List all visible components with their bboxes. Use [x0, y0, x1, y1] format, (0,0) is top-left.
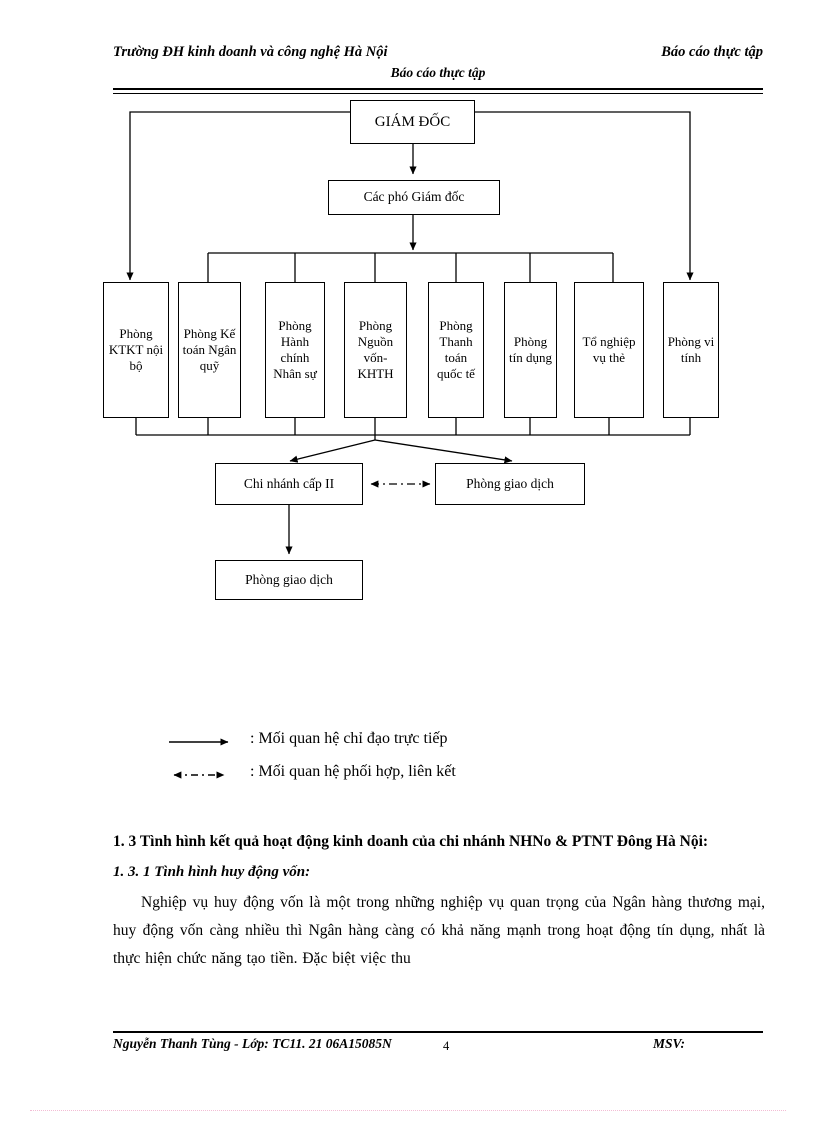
node-phong-giao-dich-right-label: Phòng giao dịch: [466, 475, 554, 491]
node-phong-giao-dich-bottom-label: Phòng giao dịch: [245, 571, 333, 587]
node-phong-ktkt-noi-bo-label: Phòng KTKT nội bộ: [108, 326, 164, 373]
node-phong-vi-tinh-label: Phòng vi tính: [667, 334, 715, 365]
legend-item-coordination: : Mối quan hệ phối hợp, liên kết: [168, 763, 628, 796]
footer-page-number: 4: [443, 1039, 450, 1053]
page-bottom-edge-line: [30, 1110, 786, 1111]
node-phong-vi-tinh: Phòng vi tính: [663, 282, 719, 418]
body-content: 1. 3 Tình hình kết quả hoạt động kinh do…: [113, 828, 765, 972]
node-to-nghiep-vu-the: Tổ nghiệp vụ thẻ: [574, 282, 644, 418]
section-heading-1-3-1: 1. 3. 1 Tình hình huy động vốn:: [113, 864, 311, 881]
footer-msv-text: MSV:: [653, 1036, 686, 1051]
solid-arrow-icon: [169, 738, 229, 746]
footer-author-text: Nguyễn Thanh Tùng - Lớp: TC11. 21 06A150…: [113, 1036, 392, 1051]
body-paragraph-1: Nghiệp vụ huy động vốn là một trong nhữn…: [113, 894, 765, 967]
node-chi-nhanh-cap-ii-label: Chi nhánh cấp II: [243, 475, 335, 491]
header-left-text: Trường ĐH kinh doanh và công nghệ Hà Nội: [113, 44, 388, 60]
node-giam-doc: GIÁM ĐỐC: [350, 100, 475, 144]
node-phong-ke-toan-ngan-quy-label: Phòng Kế toán Ngân quỹ: [182, 326, 237, 373]
section-heading-1-3: 1. 3 Tình hình kết quả hoạt động kinh do…: [113, 833, 709, 850]
node-giam-doc-label: GIÁM ĐỐC: [374, 113, 451, 130]
org-chart-diagram: GIÁM ĐỐC Các phó Giám đốc Phòng KTKT nội…: [0, 95, 816, 625]
header-right-text: Báo cáo thực tập: [661, 44, 763, 60]
footer-divider-rule: [113, 1031, 763, 1033]
node-to-nghiep-vu-the-label: Tổ nghiệp vụ thẻ: [582, 334, 636, 365]
dashed-double-arrow-icon: [173, 771, 225, 779]
node-phong-giao-dich-right: Phòng giao dịch: [435, 463, 585, 505]
node-phong-tin-dung-label: Phòng tín dụng: [509, 334, 552, 365]
node-cac-pho-giam-doc: Các phó Giám đốc: [328, 180, 500, 215]
node-phong-giao-dich-bottom: Phòng giao dịch: [215, 560, 363, 600]
page-footer: Nguyễn Thanh Tùng - Lớp: TC11. 21 06A150…: [113, 1036, 763, 1082]
header-center-text: Báo cáo thực tập: [390, 65, 486, 80]
node-phong-hanh-chinh-nhan-su: Phòng Hành chính Nhân sự: [265, 282, 325, 418]
diagram-legend: : Mối quan hệ chỉ đạo trực tiếp : Mối qu…: [168, 730, 628, 800]
page-header: Trường ĐH kinh doanh và công nghệ Hà Nội…: [113, 44, 763, 90]
legend-item-direct: : Mối quan hệ chỉ đạo trực tiếp: [168, 730, 628, 763]
node-phong-hanh-chinh-nhan-su-label: Phòng Hành chính Nhân sự: [273, 318, 317, 381]
node-phong-tin-dung: Phòng tín dụng: [504, 282, 557, 418]
header-divider-rule: [113, 88, 763, 94]
legend-item-direct-label: : Mối quan hệ chỉ đạo trực tiếp: [250, 730, 448, 747]
node-cac-pho-giam-doc-label: Các phó Giám đốc: [363, 189, 465, 205]
org-chart-connectors: [126, 111, 694, 555]
node-chi-nhanh-cap-ii: Chi nhánh cấp II: [215, 463, 363, 505]
node-phong-ktkt-noi-bo: Phòng KTKT nội bộ: [103, 282, 169, 418]
node-phong-thanh-toan-quoc-te-label: Phòng Thanh toán quốc tế: [437, 318, 475, 381]
legend-item-coordination-label: : Mối quan hệ phối hợp, liên kết: [250, 763, 456, 780]
node-phong-ke-toan-ngan-quy: Phòng Kế toán Ngân quỹ: [178, 282, 241, 418]
node-phong-nguon-von-khth-label: Phòng Nguồn vốn-KHTH: [357, 318, 394, 381]
node-phong-thanh-toan-quoc-te: Phòng Thanh toán quốc tế: [428, 282, 484, 418]
node-phong-nguon-von-khth: Phòng Nguồn vốn-KHTH: [344, 282, 407, 418]
